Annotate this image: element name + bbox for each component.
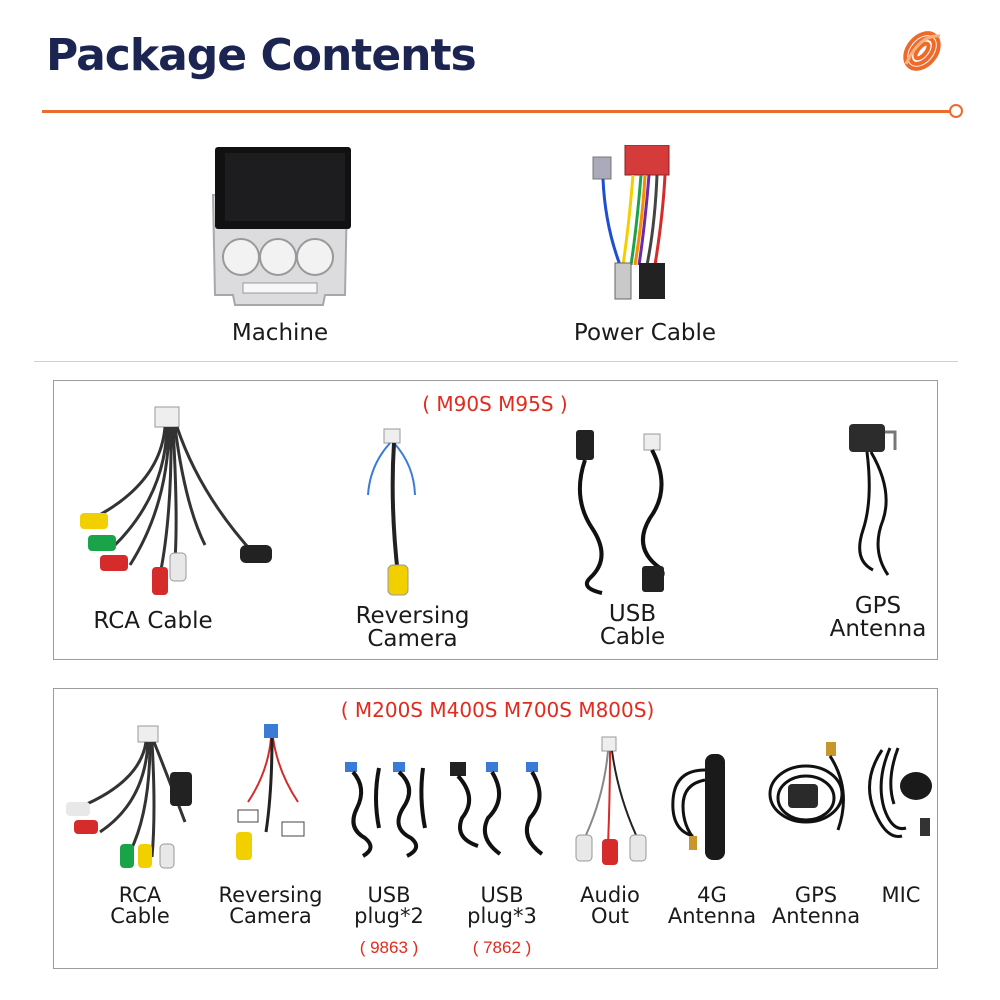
car-stereo-unit-icon — [211, 147, 351, 306]
power-harness-icon — [592, 145, 670, 300]
usb2-label-line-1: USB — [367, 883, 411, 907]
gps-label-line-2: Antenna — [829, 616, 927, 643]
gps-antenna-icon — [768, 742, 845, 831]
usb-label-line-1: USB — [608, 601, 657, 627]
accessories-panel-m90s — [53, 380, 938, 660]
gps-antenna-2-item — [762, 740, 857, 865]
rca-cable-2-item — [60, 722, 200, 872]
4g-antenna-item — [665, 740, 755, 865]
mic-label: MIC — [881, 883, 921, 907]
reversing-camera-2-label: Reversing Camera — [208, 883, 333, 929]
panel-1-models: ( M90S M95S ) — [422, 392, 568, 416]
usb-cable-item — [572, 428, 682, 598]
usb-plug-3-item — [448, 758, 558, 863]
power-cable-label: Power Cable — [573, 320, 717, 346]
audio-out-cable-icon — [575, 736, 647, 865]
machine-label: Machine — [231, 320, 329, 346]
gps-antenna-2-label: GPS Antenna — [764, 883, 868, 929]
gps-antenna-item — [843, 420, 913, 580]
orange-coil-logo-icon — [894, 24, 950, 78]
reversing-camera-2-item — [228, 722, 323, 867]
usb-cable-icon — [576, 430, 665, 595]
title-divider — [42, 110, 952, 113]
reversing2-label-line-2: Camera — [229, 904, 312, 929]
audio-label-line-2: Out — [590, 904, 630, 929]
reversing-camera-item — [360, 425, 440, 600]
usb-plug-3-label: USB plug*3 — [452, 883, 552, 929]
4g-label-line-1: 4G — [697, 883, 727, 907]
machine-item — [205, 145, 355, 315]
panel-2-models: ( M200S M400S M700S M800S) — [340, 698, 655, 722]
usb-plug-2-code: ( 9863 ) — [359, 938, 419, 957]
4g-antenna-icon — [671, 754, 725, 860]
gps2-label-line-2: Antenna — [771, 904, 861, 929]
reversing-camera-cable-icon — [367, 428, 416, 596]
page-title: Package Contents — [46, 30, 477, 81]
rca2-label-line-1: RCA — [118, 883, 162, 907]
reversing2-label-line-1: Reversing — [218, 883, 323, 907]
reversing-label-line-1: Reversing — [355, 603, 470, 629]
usb-plug-icon — [450, 762, 544, 856]
rca-cable-label: RCA Cable — [93, 608, 213, 634]
divider-end-dot — [949, 104, 963, 118]
rca-cable-2-label: RCA Cable — [90, 883, 190, 929]
rca2-label-line-2: Cable — [110, 904, 170, 929]
usb2-label-line-2: plug*2 — [354, 904, 424, 929]
audio-label-line-1: Audio — [580, 883, 640, 907]
usb3-label-line-1: USB — [480, 883, 524, 907]
reversing-camera-label: Reversing Camera — [340, 603, 485, 653]
power-cable-item — [585, 145, 685, 310]
4g-antenna-label: 4G Antenna — [662, 883, 762, 929]
usb-plug-2-label: USB plug*2 — [340, 883, 438, 929]
section-divider — [34, 361, 958, 362]
usb-plug-2-item — [343, 758, 433, 863]
mic-item — [862, 740, 937, 850]
audio-out-item — [572, 735, 652, 875]
gps-antenna-label: GPS Antenna — [818, 593, 938, 643]
reversing-label-line-2: Camera — [367, 626, 458, 653]
gps-antenna-icon — [849, 424, 897, 576]
accessories-panel-m200s — [53, 688, 938, 969]
rca-cable-item — [70, 405, 280, 600]
usb-plug-3-code: ( 7862 ) — [472, 938, 532, 957]
microphone-icon — [868, 747, 932, 838]
rca-cable-icon — [80, 406, 272, 595]
usb-label-line-2: Cable — [599, 624, 666, 651]
gps2-label-line-1: GPS — [794, 883, 838, 907]
audio-out-label: Audio Out — [570, 883, 650, 929]
usb-cable-label: USB Cable — [585, 601, 680, 651]
usb-plug-icon — [345, 762, 427, 858]
4g-label-line-2: Antenna — [667, 904, 757, 929]
usb3-label-line-2: plug*3 — [467, 904, 537, 929]
reversing-camera-cable-icon — [236, 724, 305, 860]
gps-label-line-1: GPS — [854, 593, 902, 619]
rca-cable-icon — [66, 725, 192, 869]
